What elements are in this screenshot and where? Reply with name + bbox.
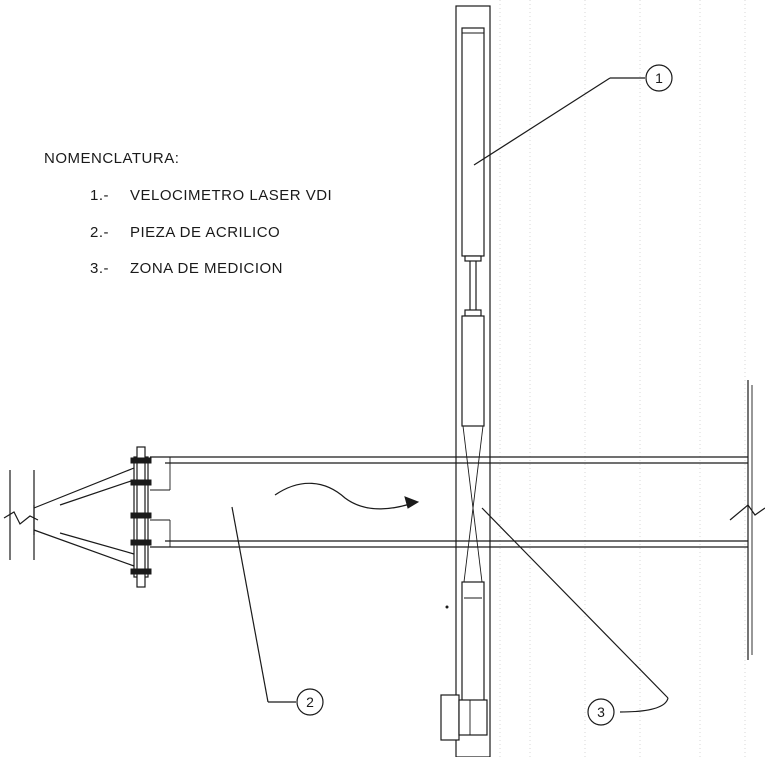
flange-bolt-center: [130, 512, 152, 519]
background-texture: [499, 0, 746, 757]
legend-item-1-number: 1.-: [90, 187, 109, 204]
flow-arrow-curve: [274, 482, 411, 510]
laser-column: [440, 5, 491, 757]
flange-bolt-top: [130, 457, 152, 464]
inlet-break-mark: [3, 511, 39, 525]
laser-upper-body: [461, 27, 485, 257]
legend-item-3-number: 3.-: [90, 260, 109, 277]
flange-bolt-lower-mid: [130, 539, 152, 546]
inlet-top-converge-2: [59, 479, 135, 506]
flange-bolt-bottom: [130, 568, 152, 575]
callout-3-number: 3: [597, 704, 605, 720]
pipe-test-section: [150, 456, 748, 548]
inlet-contraction: [3, 467, 135, 567]
legend: NOMENCLATURA: 1.- VELOCIMETRO LASER VDI …: [44, 150, 332, 277]
inlet-top-converge-1: [33, 467, 135, 509]
column-frame: [455, 5, 491, 757]
callout-2-circle: [296, 688, 324, 716]
laser-lower-cap: [464, 309, 482, 317]
laser-receiver-body: [461, 581, 485, 703]
flow-direction-arrow: [274, 482, 420, 510]
inlet-bottom-converge-1: [33, 529, 135, 567]
callout-2-leader: [231, 506, 269, 703]
photodetector-mount: [458, 699, 488, 736]
legend-title: NOMENCLATURA:: [44, 150, 179, 167]
flow-arrow-head: [404, 496, 420, 509]
callout-3-leader: [481, 507, 669, 699]
outlet-section: [729, 380, 765, 660]
callout-1-group: 1: [473, 64, 673, 166]
legend-item-2-number: 2.-: [90, 224, 109, 241]
laser-upper-cap: [464, 255, 482, 262]
callout-3-leader-hook: [619, 697, 669, 713]
callout-1-number: 1: [655, 70, 663, 86]
reference-dot: [445, 605, 449, 609]
legend-item-1-label: VELOCIMETRO LASER VDI: [130, 187, 332, 204]
flange-assembly: [130, 446, 152, 588]
callout-1-leader: [473, 77, 611, 166]
inlet-bottom-converge-2: [59, 532, 135, 555]
callout-2-group: 2: [231, 506, 324, 716]
laser-beam-left: [462, 425, 483, 583]
flange-bolt-upper-mid: [130, 479, 152, 486]
laser-optics-head: [461, 315, 485, 427]
callout-3-group: 3: [481, 507, 669, 726]
legend-item-3-label: ZONA DE MEDICION: [130, 260, 283, 277]
callout-1-circle: [645, 64, 673, 92]
callout-2-number: 2: [306, 694, 314, 710]
laser-beam-right: [463, 425, 484, 583]
outlet-break-mark: [729, 504, 765, 521]
callout-3-circle: [587, 698, 615, 726]
legend-item-2-label: PIEZA DE ACRILICO: [130, 224, 280, 241]
photodetector-box: [440, 694, 460, 741]
